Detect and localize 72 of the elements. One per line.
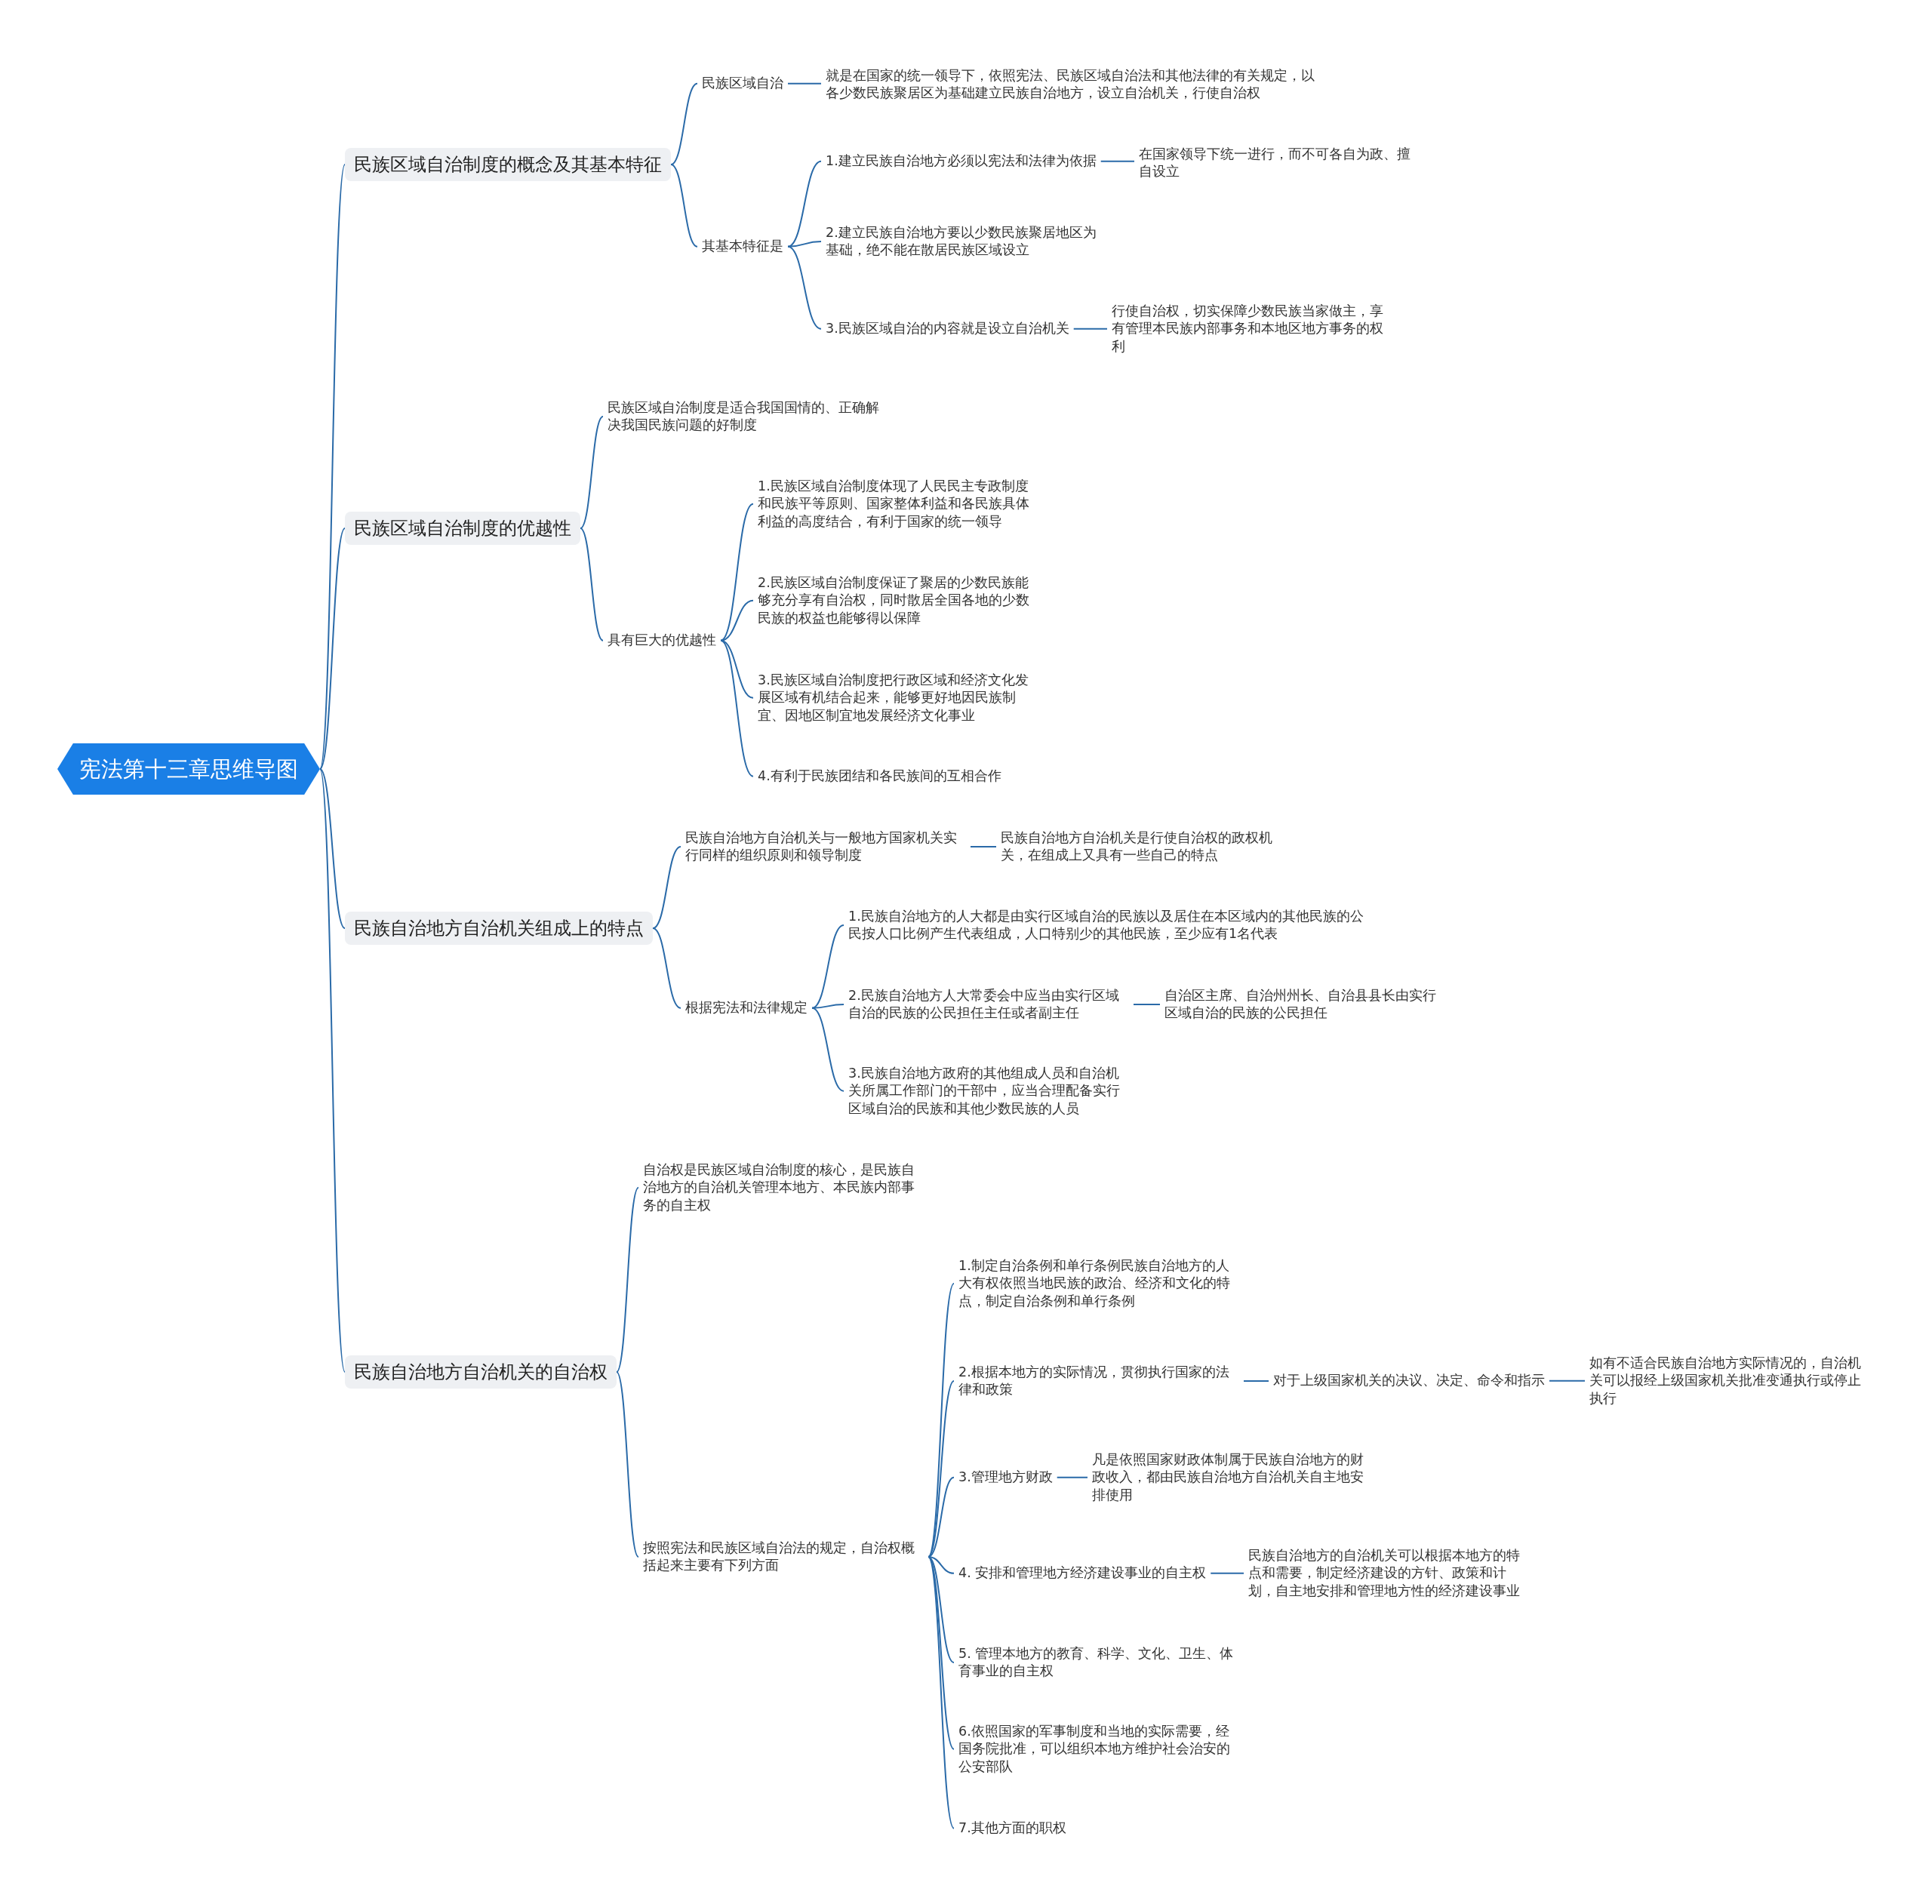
subtopic-text: 对于上级国家机关的决议、决定、命令和指示 xyxy=(1269,1372,1549,1390)
connector-line xyxy=(1100,160,1135,162)
connector-line xyxy=(616,1186,639,1373)
subtopic-text: 1.建立民族自治地方必须以宪法和法律为依据 xyxy=(821,152,1101,171)
connector-line xyxy=(720,639,754,699)
subtopic-text: 如有不适合民族自治地方实际情况的，自治机关可以报经上级国家机关批准变通执行或停止执行 xyxy=(1585,1354,1869,1407)
connector-line xyxy=(319,768,346,929)
subtopic-text: 根据宪法和法律规定 xyxy=(681,999,812,1017)
subtopic-text: 自治权是民族区域自治制度的核心，是民族自治地方的自治机关管理本地方、本民族内部事务的自主权 xyxy=(638,1161,928,1214)
subtopic-text: 民族自治地方自治机关与一般地方国家机关实行同样的组织原则和领导制度 xyxy=(681,829,971,865)
connector-line xyxy=(1549,1380,1586,1382)
connector-line xyxy=(319,528,346,770)
connector-line xyxy=(720,503,754,641)
subtopic-text: 2.民族自治地方人大常委会中应当由实行区域自治的民族的公民担任主任或者副主任 xyxy=(844,986,1134,1023)
connector-line xyxy=(928,1556,955,1829)
subtopic-text: 1.民族自治地方的人大都是由实行区域自治的民族以及居住在本区域内的其他民族的公民按人口比例产生代表组成，人口特别少的其他民族，至少应有1名代表 xyxy=(844,907,1372,943)
subtopic-text: 3.民族自治地方政府的其他组成人员和自治机关所属工作部门的干部中，应当合理配备实行区域自治的民族和其他少数民族的人员 xyxy=(844,1064,1134,1118)
subtopic-text: 民族自治地方的自治机关可以根据本地方的特点和需要，制定经济建设的方针、政策和计划，自主地安排和管理地方性的经济建设事业 xyxy=(1244,1546,1534,1600)
subtopic-text: 5. 管理本地方的教育、科学、文化、卫生、体育事业的自主权 xyxy=(954,1644,1244,1681)
subtopic-text: 行使自治权，切实保障少数民族当家做主，享有管理本民族内部事务和本地区地方事务的权利 xyxy=(1107,302,1397,355)
connector-line xyxy=(1056,1476,1088,1478)
connector-line xyxy=(970,846,997,847)
subtopic-text: 3.管理地方财政 xyxy=(954,1469,1057,1487)
connector-line xyxy=(811,1007,844,1092)
connector-line xyxy=(1210,1572,1244,1574)
subtopic-text: 1.制定自治条例和单行条例民族自治地方的人大有权依照当地民族的政治、经济和文化的特点，制定自治条例和单行条例 xyxy=(954,1257,1244,1310)
subtopic-text: 4.有利于民族团结和各民族间的互相合作 xyxy=(753,767,1006,786)
connector-line xyxy=(580,528,604,641)
connector-line xyxy=(670,82,698,165)
connector-line xyxy=(928,1476,955,1558)
connector-line xyxy=(652,927,681,1009)
connector-line xyxy=(928,1556,955,1574)
subtopic-text: 民族区域自治 xyxy=(697,75,788,93)
subtopic-text: 具有巨大的优越性 xyxy=(603,632,721,650)
main-topic: 民族区域自治制度的概念及其基本特征 xyxy=(345,148,671,181)
subtopic-text: 1.民族区域自治制度体现了人民民主专政制度和民族平等原则、国家整体利益和各民族具体利益的高度结合，有利于国家的统一领导 xyxy=(753,477,1043,531)
connector-line xyxy=(720,599,754,641)
subtopic-text: 按照宪法和民族区域自治法的规定，自治权概括起来主要有下列方面 xyxy=(638,1539,928,1575)
main-topic: 民族自治地方自治机关的自治权 xyxy=(345,1355,617,1389)
subtopic-text: 7.其他方面的职权 xyxy=(954,1819,1071,1838)
subtopic-text: 在国家领导下统一进行，而不可各自为政、擅自设立 xyxy=(1134,145,1424,181)
subtopic-text: 2.根据本地方的实际情况，贯彻执行国家的法律和政策 xyxy=(954,1363,1244,1399)
subtopic-text: 民族自治地方自治机关是行使自治权的政权机关，在组成上又具有一些自己的特点 xyxy=(996,829,1286,865)
connector-line xyxy=(1072,328,1108,330)
subtopic-text: 就是在国家的统一领导下，依照宪法、民族区域自治法和其他法律的有关规定，以各少数民族聚居区为基础建立民族自治地方，设立自治机关，行使自治权 xyxy=(821,66,1319,103)
subtopic-text: 2.民族区域自治制度保证了聚居的少数民族能够充分享有自治权，同时散居全国各地的少数民族的权益也能够得以保障 xyxy=(753,574,1043,627)
connector-line xyxy=(720,639,754,777)
connector-line xyxy=(928,1556,955,1663)
connector-line xyxy=(928,1282,955,1558)
connector-line xyxy=(1243,1380,1269,1382)
main-topic: 民族区域自治制度的优越性 xyxy=(345,512,580,545)
subtopic-text: 2.建立民族自治地方要以少数民族聚居地区为基础，绝不能在散居民族区域设立 xyxy=(821,223,1111,260)
connector-line xyxy=(580,416,604,529)
central-topic: 宪法第十三章思维导图 xyxy=(57,743,320,795)
subtopic-text: 3.民族区域自治制度把行政区域和经济文化发展区域有机结合起来，能够更好地因民族制宜、因地区制宜地发展经济文化事业 xyxy=(753,671,1043,724)
main-topic: 民族自治地方自治机关组成上的特点 xyxy=(345,912,653,945)
connector-line xyxy=(652,846,681,929)
subtopic-text: 民族区域自治制度是适合我国国情的、正确解决我国民族问题的好制度 xyxy=(603,398,893,435)
subtopic-text: 3.民族区域自治的内容就是设立自治机关 xyxy=(821,320,1074,338)
connector-line xyxy=(787,245,822,330)
connector-line xyxy=(787,160,822,248)
connector-line xyxy=(928,1380,955,1558)
connector-line xyxy=(787,82,822,85)
connector-line xyxy=(811,924,844,1009)
subtopic-text: 凡是依照国家财政体制属于民族自治地方的财政收入，都由民族自治地方自治机关自主地安排使用 xyxy=(1088,1450,1377,1504)
subtopic-text: 自治区主席、自治州州长、自治县县长由实行区域自治的民族的公民担任 xyxy=(1160,986,1450,1023)
connector-line xyxy=(670,164,698,248)
subtopic-text: 4. 安排和管理地方经济建设事业的自主权 xyxy=(954,1564,1211,1583)
connector-line xyxy=(616,1371,639,1558)
subtopic-text: 其基本特征是 xyxy=(697,238,788,256)
connector-line xyxy=(1133,1004,1161,1005)
subtopic-text: 6.依照国家的军事制度和当地的实际需要，经国务院批准，可以组织本地方维护社会治安的公安部队 xyxy=(954,1722,1244,1776)
